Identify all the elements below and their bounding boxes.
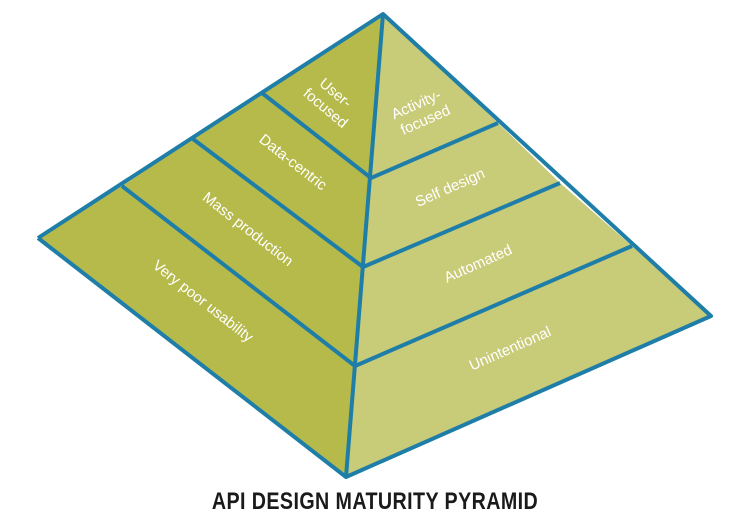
pyramid-front-edge (344, 13, 385, 478)
right-face-level-2 (355, 183, 632, 366)
left-face-level-2 (122, 139, 363, 366)
right-face-level-4 (371, 14, 498, 178)
level-divider-2 (191, 137, 561, 269)
right-face-level-1 (346, 246, 711, 477)
pyramid-outline (36, 12, 713, 479)
level-divider-1 (120, 184, 633, 368)
left-face-level-3 (193, 93, 371, 267)
left-face-level-4 (262, 14, 383, 178)
level-divider-3 (260, 91, 499, 180)
right-face-level-3 (363, 123, 560, 267)
left-face-level-1 (38, 186, 355, 477)
diagram-caption: API DESIGN MATURITY PYRAMID (211, 488, 539, 515)
